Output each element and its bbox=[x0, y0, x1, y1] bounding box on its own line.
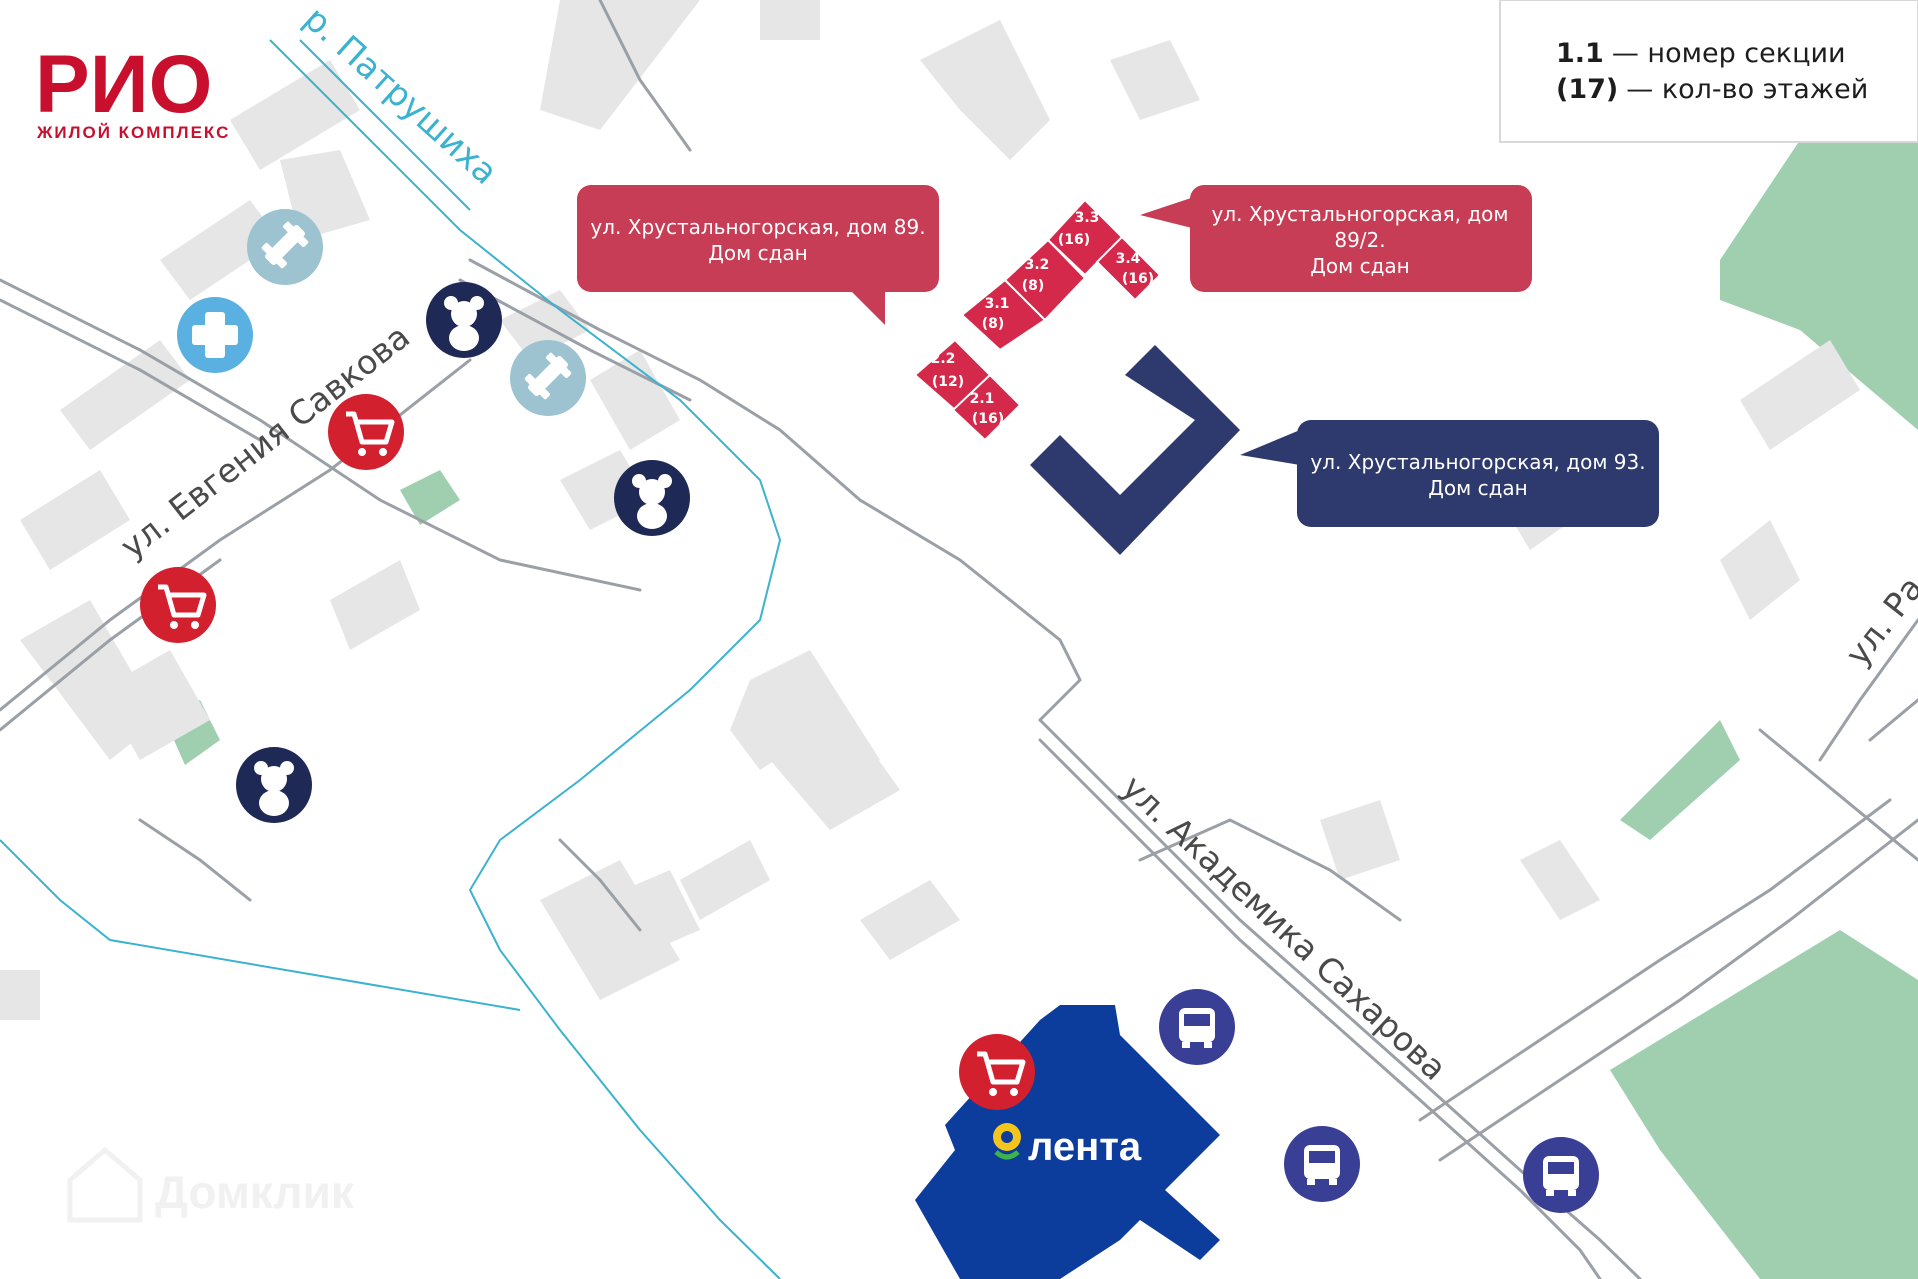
section-floors: (8) bbox=[982, 316, 1005, 332]
legend-row-section: 1.1 — номер секции bbox=[1556, 38, 1846, 69]
callout-house-89-2-line1: ул. Хрустальногорская, дом bbox=[1211, 202, 1508, 226]
section-floors: (12) bbox=[932, 374, 964, 390]
section-2-1[interactable]: 2.1 (16) bbox=[951, 373, 1022, 442]
section-id: 2.1 bbox=[970, 391, 995, 407]
watermark: Домклик bbox=[67, 1146, 355, 1223]
park-areas bbox=[165, 140, 1918, 1279]
legend-box: 1.1 — номер секции (17) — кол-во этажей bbox=[1499, 0, 1918, 143]
callout-house-93-line2: Дом сдан bbox=[1428, 476, 1527, 500]
gym-icon[interactable] bbox=[510, 340, 586, 416]
shopping-cart-icon[interactable] bbox=[140, 567, 216, 643]
callout-house-93-line1: ул. Хрустальногорская, дом 93. bbox=[1310, 450, 1645, 474]
section-3-3[interactable]: 3.3 (16) bbox=[1046, 198, 1124, 277]
legend-section-key: 1.1 bbox=[1556, 38, 1604, 69]
teddy-bear-icon[interactable] bbox=[426, 282, 502, 358]
section-id: 3.2 bbox=[1025, 257, 1050, 273]
logo-name: РИО bbox=[35, 39, 212, 130]
bus-icon[interactable] bbox=[1284, 1126, 1360, 1202]
buildings bbox=[0, 0, 1860, 1020]
teddy-bear-icon[interactable] bbox=[236, 747, 312, 823]
sections: 2.2 (12) 2.1 (16) 3.1 (8) 3.2 (8) 3.3 (1… bbox=[913, 198, 1162, 442]
shopping-cart-icon[interactable] bbox=[959, 1034, 1035, 1110]
gym-icon[interactable] bbox=[247, 209, 323, 285]
section-3-4[interactable]: 3.4 (16) bbox=[1095, 235, 1162, 302]
section-floors: (16) bbox=[1058, 232, 1090, 248]
callout-house-89-2-line2: 89/2. bbox=[1334, 228, 1385, 252]
bus-icon[interactable] bbox=[1523, 1137, 1599, 1213]
callout-house-89-2-line3: Дом сдан bbox=[1310, 254, 1409, 278]
legend-row-floors: (17) — кол-во этажей bbox=[1556, 74, 1868, 105]
store-name: лента bbox=[1028, 1125, 1142, 1169]
section-id: 2.2 bbox=[931, 351, 956, 367]
callout-house-89-line2: Дом сдан bbox=[708, 241, 807, 265]
logo-tagline: ЖИЛОЙ КОМПЛЕКС bbox=[36, 123, 230, 142]
legend-floors-text: — кол-во этажей bbox=[1626, 74, 1868, 105]
callout-house-89-line1: ул. Хрустальногорская, дом 89. bbox=[590, 215, 925, 239]
logo: РИО ЖИЛОЙ КОМПЛЕКС bbox=[35, 39, 230, 142]
river bbox=[0, 39, 782, 1279]
section-id: 3.4 bbox=[1116, 251, 1141, 267]
callout-house-89[interactable]: ул. Хрустальногорская, дом 89. Дом сдан bbox=[577, 185, 939, 325]
house-icon bbox=[67, 1146, 143, 1223]
legend-section-text: — номер секции bbox=[1612, 38, 1846, 69]
bus-icon[interactable] bbox=[1159, 989, 1235, 1065]
section-3-2[interactable]: 3.2 (8) bbox=[1003, 238, 1087, 322]
callout-house-93[interactable]: ул. Хрустальногорская, дом 93. Дом сдан bbox=[1240, 420, 1659, 527]
lenta-logo-icon bbox=[993, 1123, 1021, 1160]
section-floors: (16) bbox=[1122, 271, 1154, 287]
section-floors: (16) bbox=[972, 411, 1004, 427]
medical-cross-icon[interactable] bbox=[177, 297, 253, 373]
store-lenta[interactable]: лента bbox=[915, 1005, 1220, 1279]
section-id: 3.3 bbox=[1075, 210, 1100, 226]
callout-house-89-2[interactable]: ул. Хрустальногорская, дом 89/2. Дом сда… bbox=[1140, 185, 1532, 292]
poi-markers bbox=[140, 209, 1599, 1213]
section-id: 3.1 bbox=[985, 296, 1010, 312]
building-house-93[interactable] bbox=[1030, 345, 1240, 555]
shopping-cart-icon[interactable] bbox=[328, 394, 404, 470]
legend-floors-key: (17) bbox=[1556, 74, 1618, 105]
watermark-text: Домклик bbox=[155, 1166, 355, 1218]
section-floors: (8) bbox=[1022, 278, 1045, 294]
teddy-bear-icon[interactable] bbox=[614, 460, 690, 536]
legend-background bbox=[1499, 0, 1918, 143]
